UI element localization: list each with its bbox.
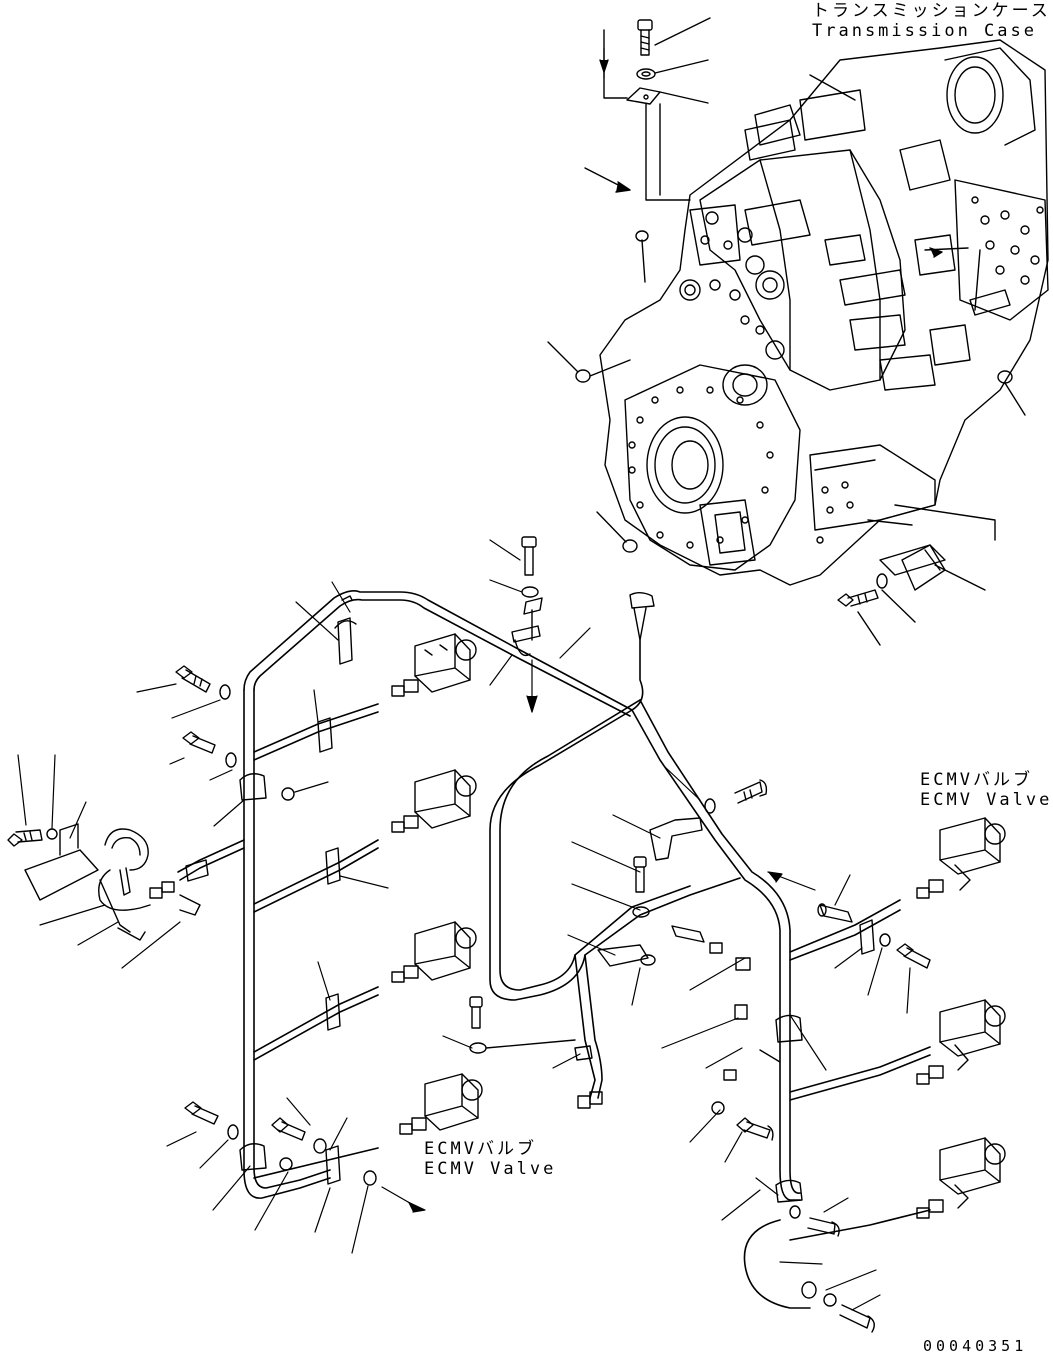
transmission-case-label-en: Transmission Case [812, 21, 1037, 41]
ecmv-valve-label-middle-jp: ECMVバルブ [424, 1139, 537, 1159]
ecmv-valve-label-right: ECMVバルブ ECMV Valve [920, 770, 1052, 810]
drawing-code: 00040351 [923, 1337, 1028, 1355]
harness-leaders [17, 539, 911, 1311]
case-lower-bolts [837, 504, 996, 646]
case-leaders [547, 74, 1026, 553]
valve-3 [391, 921, 477, 983]
ecmv-valve-label-middle: ECMVバルブ ECMV Valve [424, 1139, 556, 1179]
left-sensor-group [7, 823, 201, 941]
transmission-case-label: トランスミッションケース Transmission Case [812, 1, 1051, 41]
harness-clips [239, 617, 875, 1203]
ecmv-valve-label-right-en: ECMV Valve [920, 790, 1053, 810]
valve-6 [916, 999, 1006, 1085]
wiring-harness [177, 590, 931, 1309]
ecmv-valves [391, 633, 1006, 1219]
valve-2 [391, 769, 477, 833]
valve-1 [391, 633, 477, 697]
top-bolt-group [584, 17, 711, 201]
ecmv-valve-label-middle-en: ECMV Valve [424, 1159, 557, 1179]
transmission-case [599, 39, 1049, 586]
ecmv-valve-label-right-jp: ECMVバルブ [920, 770, 1033, 790]
valve-5 [916, 817, 1006, 899]
harness-bolts [175, 536, 931, 1333]
valve-4 [399, 1073, 483, 1135]
valve-7 [916, 1137, 1006, 1219]
transmission-case-label-jp: トランスミッションケース [812, 1, 1051, 21]
